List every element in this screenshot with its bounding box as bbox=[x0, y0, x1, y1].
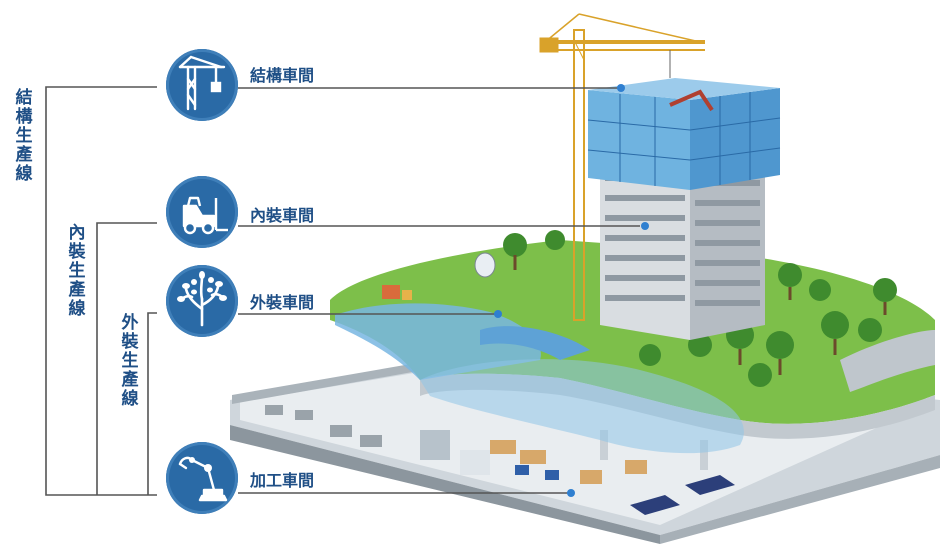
processing-marker bbox=[567, 489, 575, 497]
exterior-line-bracket bbox=[147, 312, 157, 495]
interior-line-bracket bbox=[96, 222, 157, 495]
interior-marker bbox=[641, 222, 649, 230]
floor-equipment bbox=[265, 405, 735, 515]
structure-line-label: 結構生產線 bbox=[15, 88, 33, 184]
tree-icon bbox=[166, 265, 238, 337]
forklift-icon bbox=[166, 176, 238, 248]
exterior-workshop-label: 外裝車間 bbox=[250, 293, 315, 312]
structure-workshop-label: 結構車間 bbox=[250, 66, 315, 85]
interior-workshop-label: 內裝車間 bbox=[250, 206, 315, 225]
exterior-marker bbox=[494, 310, 502, 318]
playground bbox=[382, 252, 496, 300]
tower-crane bbox=[539, 13, 705, 321]
robot-arm-icon bbox=[166, 442, 238, 514]
processing-workshop-label: 加工車間 bbox=[250, 471, 315, 490]
tower-building bbox=[587, 78, 781, 340]
glass-atrium bbox=[335, 303, 744, 454]
structure-marker bbox=[617, 84, 625, 92]
tower-crane-icon bbox=[166, 49, 238, 121]
trees bbox=[503, 230, 897, 387]
exterior-line-label: 外裝生產線 bbox=[121, 313, 139, 409]
interior-line-label: 內裝生產線 bbox=[68, 223, 86, 319]
structure-line-bracket bbox=[45, 86, 157, 496]
